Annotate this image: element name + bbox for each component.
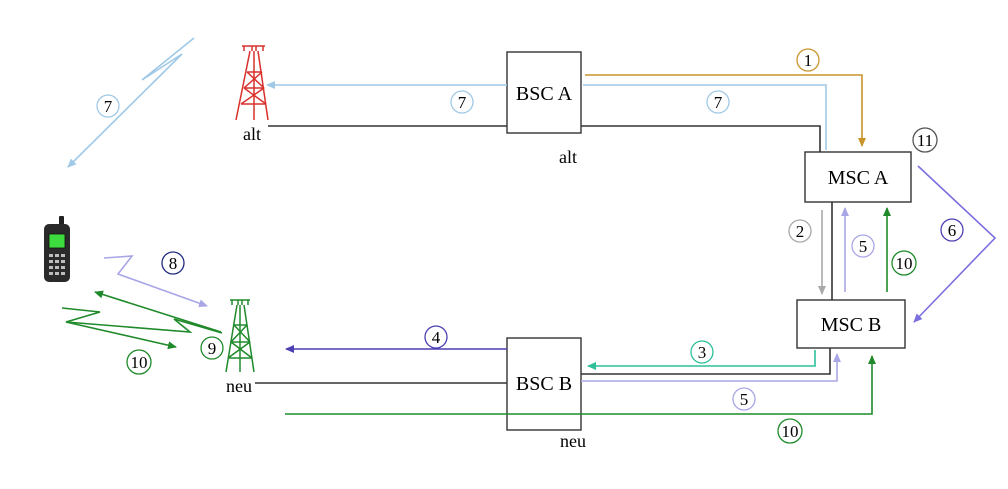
tag-alt-bsc: alt — [559, 147, 577, 167]
step-marker-1: 1 — [796, 48, 820, 72]
tag-neu-bsc: neu — [560, 431, 586, 451]
arrow-step-1 — [585, 74, 866, 147]
arrow-step-10-radio-head — [65, 321, 177, 350]
step-marker-7: 7 — [96, 94, 120, 118]
step-number: 8 — [169, 254, 178, 273]
step-marker-2: 2 — [788, 219, 812, 243]
tag-alt-tower: alt — [243, 124, 261, 144]
arrow-step-7-core — [583, 84, 827, 150]
msc-a-label: MSC A — [828, 167, 889, 189]
arrow-step-9 — [94, 290, 222, 333]
tag-neu-tower: neu — [226, 376, 252, 396]
line-msc-b-to-bsc-b — [581, 348, 831, 375]
step-marker-10: 10 — [777, 418, 803, 444]
step-marker-4: 4 — [424, 325, 448, 349]
step-marker-5: 5 — [732, 387, 756, 411]
trunk-lines — [255, 125, 833, 384]
antenna-tower-icon — [235, 45, 269, 121]
step-number: 6 — [948, 221, 957, 240]
step-marker-7: 7 — [706, 90, 730, 114]
arrow-step-7-radio — [67, 37, 195, 168]
step-marker-10: 10 — [126, 349, 152, 375]
step-number: 3 — [698, 343, 707, 362]
step-marker-9: 9 — [200, 336, 224, 360]
step-number: 10 — [896, 254, 913, 273]
arrow-step-6 — [913, 165, 997, 323]
bsc-a-label: BSC A — [516, 83, 573, 105]
step-number: 5 — [859, 237, 868, 256]
antenna-tower-icon — [225, 299, 255, 373]
step-marker-8: 8 — [161, 251, 185, 275]
mobile-phone-icon — [44, 216, 70, 282]
line-bsc-a-to-msc-a — [581, 125, 821, 152]
arrow-step-10-bottom — [285, 355, 876, 415]
step-number: 5 — [740, 390, 749, 409]
step-number: 1 — [804, 51, 813, 70]
msc-b-box: MSC B — [796, 299, 906, 349]
bsc-b-box: BSC B — [506, 337, 582, 431]
step-number: 9 — [208, 339, 217, 358]
step-marker-5: 5 — [851, 234, 875, 258]
step-number: 7 — [458, 93, 467, 112]
arrow-step-8 — [103, 255, 208, 308]
arrow-step-5-bottom — [581, 353, 841, 382]
step-marker-7: 7 — [450, 90, 474, 114]
step-number: 7 — [104, 97, 113, 116]
step-number: 10 — [782, 422, 799, 441]
step-marker-10: 10 — [891, 250, 917, 276]
step-number: 2 — [796, 222, 805, 241]
bsc-b-label: BSC B — [516, 373, 572, 395]
step-marker-6: 6 — [940, 218, 964, 242]
step-number: 4 — [432, 328, 441, 347]
arrow-step-3 — [587, 350, 816, 370]
msc-a-box: MSC A — [804, 151, 912, 203]
step-number: 7 — [714, 93, 723, 112]
arrow-step-10-radio — [61, 307, 223, 334]
msc-b-label: MSC B — [821, 314, 882, 336]
bsc-a-box: BSC A — [506, 51, 582, 134]
step-number: 11 — [917, 131, 933, 150]
step-number: 10 — [131, 353, 148, 372]
step-marker-3: 3 — [690, 340, 714, 364]
step-marker-11: 11 — [912, 127, 938, 153]
